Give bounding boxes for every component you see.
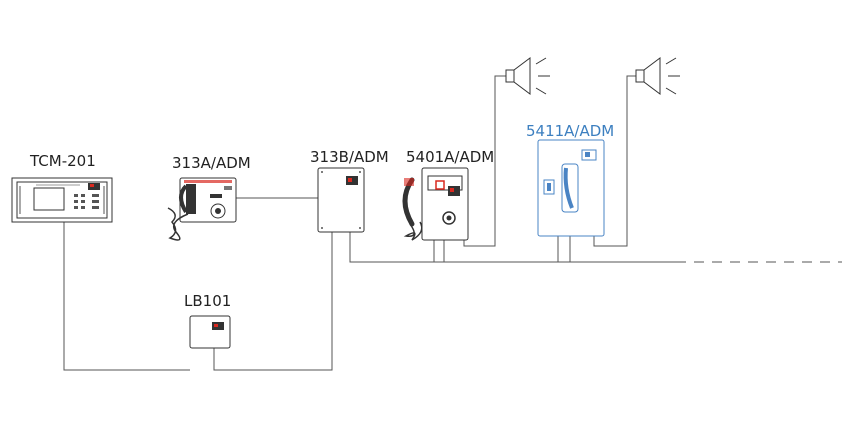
- device-5401a: 5401A/ADM: [402, 148, 494, 241]
- tcm-201-label: TCM-201: [29, 152, 96, 170]
- device-313a-handset-cradle: [186, 184, 196, 214]
- device-5411a-logo-mark: [585, 152, 590, 157]
- device-5401a-handset-top: [404, 178, 414, 186]
- device-5411a-label: 5411A/ADM: [526, 122, 614, 140]
- lb101-enclosure: [189, 315, 231, 349]
- device-5401a-coil-cord: [403, 221, 423, 241]
- speaker-1-cone: [513, 57, 531, 95]
- speaker-1: [505, 57, 550, 95]
- speaker-1-body: [505, 69, 515, 83]
- device-5401a-label: 5401A/ADM: [406, 148, 494, 166]
- device-313a-indicator: [224, 186, 232, 190]
- tcm-201-device: TCM-201: [11, 152, 113, 223]
- device-5411a-indicator-inner: [547, 183, 551, 191]
- device-5401a-button-center: [446, 215, 452, 221]
- device-5401a-logo-red: [450, 188, 454, 192]
- device-5411a: 5411A/ADM: [526, 122, 614, 237]
- wire-5401-speaker1: [463, 75, 506, 247]
- device-313b-label: 313B/ADM: [310, 148, 389, 166]
- speaker-2-wave-bottom: [665, 87, 677, 95]
- speaker-2-wave-top: [665, 57, 677, 65]
- tcm-201-logo-red: [90, 184, 94, 187]
- device-5411a-handset: [563, 167, 574, 209]
- wire-main-bus: [349, 232, 676, 263]
- device-313a-handset: [179, 184, 188, 214]
- speaker-2-body: [635, 69, 645, 83]
- wire-tcm-lb101: [63, 222, 190, 371]
- device-313a-switch: [210, 194, 222, 198]
- device-5401a-lamp: [435, 180, 445, 190]
- speaker-2-cone: [643, 57, 661, 95]
- device-313a-top-strip: [184, 180, 232, 183]
- device-313a-label: 313A/ADM: [172, 154, 251, 172]
- speaker-1-wave-bottom: [535, 87, 547, 95]
- speaker-1-wave-top: [535, 57, 547, 65]
- device-5401a-handset: [402, 177, 415, 227]
- lb101-logo-red: [214, 324, 218, 327]
- tcm-201-buttons: [74, 194, 99, 209]
- device-313a-coil-cord: [167, 207, 189, 241]
- lb101-label: LB101: [184, 292, 231, 310]
- lb101-junction-box: LB101: [184, 292, 231, 349]
- wire-5411-speaker2: [593, 75, 636, 247]
- tcm-201-display: [33, 187, 65, 211]
- speaker-2: [635, 57, 680, 95]
- wire-lb101-313b: [213, 232, 333, 371]
- wiring: [63, 75, 842, 371]
- device-313a: 313A/ADM: [167, 154, 251, 241]
- device-313b: 313B/ADM: [310, 148, 389, 233]
- device-313b-logo-red: [348, 178, 352, 182]
- device-313a-knob-center: [215, 208, 221, 214]
